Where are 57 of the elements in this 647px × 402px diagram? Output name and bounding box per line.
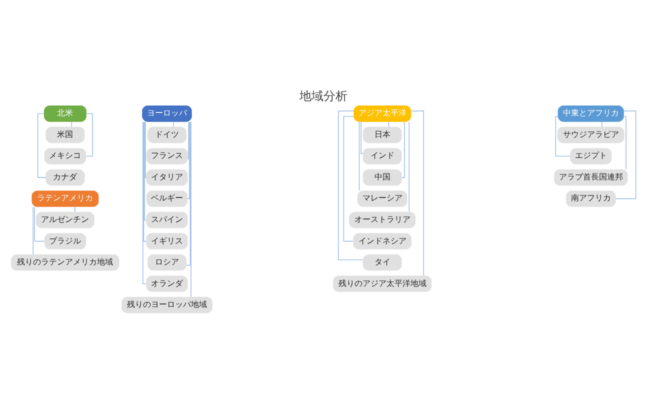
connector (624, 116, 626, 170)
connector (145, 122, 146, 178)
node-box: 中国 (362, 169, 402, 186)
connector (410, 110, 424, 276)
connector (34, 206, 45, 242)
node-box: ブラジル (44, 233, 86, 250)
node-box: 日本 (362, 126, 402, 144)
node-box: マレーシア (357, 190, 408, 207)
node-box: 残りのヨーロッパ地域 (122, 296, 212, 314)
connector (338, 110, 364, 260)
node-box: ラテンアメリカ (32, 190, 99, 207)
node-box: イギリス (146, 233, 188, 250)
node-box: ヨーロッパ (142, 106, 192, 122)
connector (616, 110, 636, 200)
node-box: アルゼンチン (36, 212, 94, 228)
node-box: ベルギー (146, 190, 188, 207)
node-box: カナダ (46, 169, 85, 186)
connector (143, 122, 146, 242)
diagram-title: 地域分析 (300, 89, 348, 104)
node-box: オーストラリア (349, 212, 416, 228)
node-box: エジプト (570, 148, 612, 164)
node-box: インド (362, 148, 402, 164)
connector (187, 122, 190, 200)
node-box: 残りのアジア太平洋地域 (333, 276, 432, 292)
node-box: 南アフリカ (566, 190, 616, 207)
node-box: アラブ首長国連邦 (554, 169, 628, 186)
node-box: ドイツ (148, 126, 186, 144)
node-box: ロシア (148, 254, 186, 271)
node-box: タイ (362, 254, 402, 271)
node-box: イタリア (146, 169, 188, 186)
connector (32, 206, 34, 255)
connector (74, 206, 76, 212)
node-box: スパイン (146, 212, 188, 228)
connector (188, 122, 189, 160)
node-box: インドネシア (353, 233, 412, 250)
node-box: 北米 (44, 106, 86, 122)
connector (173, 122, 174, 128)
node-box: 米国 (46, 126, 85, 144)
connector (408, 122, 410, 212)
connector (360, 122, 364, 154)
connector (358, 122, 360, 191)
node-box: フランス (146, 148, 188, 164)
connector (142, 122, 146, 284)
node-box: メキシコ (44, 148, 86, 164)
connector (190, 122, 192, 298)
node-box: 残りのラテンアメリカ地域 (11, 254, 120, 271)
node-box: アジア太平洋 (354, 106, 412, 122)
node-box: サウジアラビア (557, 126, 624, 144)
connector (144, 122, 146, 220)
connector (555, 116, 570, 157)
connector (343, 116, 354, 242)
node-box: オランダ (146, 276, 188, 292)
connector (186, 122, 191, 266)
node-box: 中東とアフリカ (558, 106, 624, 122)
connector (86, 113, 93, 157)
connector (37, 113, 46, 178)
connector (402, 122, 405, 178)
